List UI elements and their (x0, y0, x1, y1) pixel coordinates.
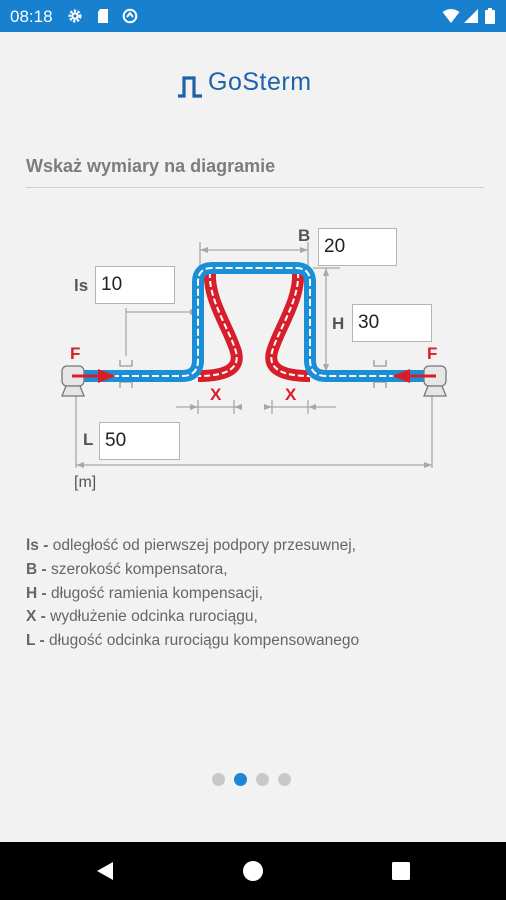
back-icon[interactable] (93, 858, 119, 884)
ls-input[interactable] (95, 266, 175, 304)
label-x-left: X (210, 385, 222, 404)
data-saver-icon (122, 8, 138, 24)
h-input[interactable] (352, 304, 432, 342)
section-divider (26, 187, 484, 188)
home-icon[interactable] (240, 858, 266, 884)
b-input[interactable] (318, 228, 397, 266)
sd-card-icon (98, 9, 108, 23)
label-h: H (332, 314, 345, 333)
pipe (62, 262, 446, 382)
legend-item-ls: ls - odległość od pierwszej podpory prze… (26, 537, 356, 554)
units-label: [m] (74, 474, 97, 491)
legend-item-x: X - wydłużenie odcinka rurociągu, (26, 608, 258, 626)
page-dot-active[interactable] (234, 773, 247, 786)
label-ls: ls (74, 276, 89, 295)
settings-icon (68, 9, 82, 23)
page-dot[interactable] (256, 773, 269, 786)
label-force-right: F (427, 344, 438, 363)
compensator-drawing (61, 242, 447, 468)
label-force-left: F (70, 344, 81, 363)
recents-icon[interactable] (388, 858, 414, 884)
logo-text: GoSterm (208, 68, 312, 96)
system-nav-bar (0, 842, 506, 900)
legend-item-l: L - długość odcinka rurociągu kompensowa… (26, 632, 360, 650)
dimension-legend: ls - odległość od pierwszej podpory prze… (26, 534, 486, 653)
label-x-right: X (285, 385, 297, 404)
l-input[interactable] (99, 422, 180, 460)
legend-item-b: B - szerokość kompensatora, (26, 560, 228, 578)
label-l: L (83, 430, 94, 449)
page-indicator (212, 773, 291, 787)
force-arrows (72, 369, 436, 383)
wifi-icon (442, 9, 460, 23)
label-b: B (298, 226, 311, 245)
compensator-diagram: B ls H L X X F F [m] (58, 220, 450, 500)
page-dot[interactable] (278, 773, 291, 786)
logo-icon (178, 76, 202, 98)
battery-icon (485, 8, 495, 24)
expanded-legs-centerline (197, 271, 311, 377)
expanded-legs (197, 271, 311, 382)
section-title: Wskaż wymiary na diagramie (26, 156, 276, 176)
status-bar: 08:18 (0, 0, 506, 32)
status-time: 08:18 (10, 7, 53, 26)
legend-item-h: H - długość ramienia kompensacji, (26, 584, 263, 602)
signal-icon (464, 9, 478, 23)
page-dot[interactable] (212, 773, 225, 786)
